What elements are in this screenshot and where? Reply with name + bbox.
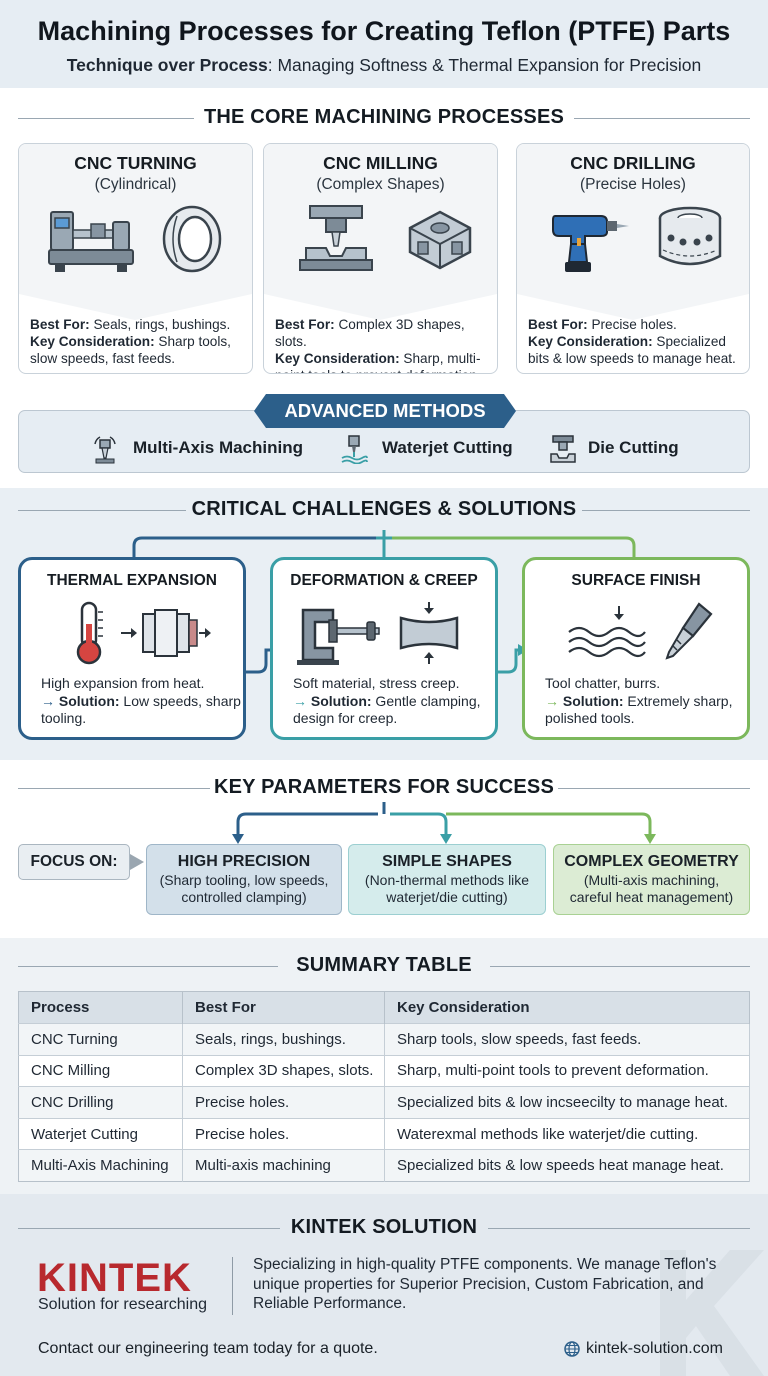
card-subtitle: (Complex Shapes) [316, 176, 445, 193]
milled-block-icon [408, 210, 472, 270]
card-cnc-milling: CNC MILLING (Complex Shapes) Best For: C… [263, 143, 498, 374]
challenge-surface-finish: SURFACE FINISH Tool chatter, burrs. → So… [522, 557, 750, 740]
challenge-text: Soft material, stress creep. → Solution:… [293, 675, 481, 726]
column-header: Key Consideration [384, 991, 750, 1024]
clamp-icon [297, 608, 380, 665]
card-divider-shape [517, 294, 749, 320]
subtitle-bold: Technique over Process [66, 55, 268, 75]
contact-text: Contact our engineering team today for a… [38, 1340, 378, 1357]
watermark-logo-icon [660, 1250, 764, 1376]
param-detail: (Sharp tooling, low speeds,controlled cl… [159, 872, 329, 905]
divider [18, 118, 194, 119]
website-link[interactable]: kintek-solution.com [586, 1340, 723, 1357]
advanced-item-waterjet: Waterjet Cutting [382, 438, 513, 457]
card-description: Best For: Seals, rings, bushings. Key Co… [30, 317, 231, 366]
param-detail: (Multi-axis machining,careful heat manag… [569, 872, 734, 905]
advanced-item-die-cutting: Die Cutting [588, 438, 679, 457]
summary-table: Process Best For Key Consideration CNC T… [18, 991, 750, 1182]
drilled-cylinder-icon [658, 206, 722, 266]
milling-machine-icon [299, 205, 373, 271]
core-section-title: THE CORE MACHINING PROCESSES [203, 106, 565, 128]
compressed-block-icon [399, 602, 459, 664]
param-title: SIMPLE SHAPES [382, 853, 512, 870]
page-subtitle: Technique over Process: Managing Softnes… [0, 55, 768, 76]
divider [18, 788, 210, 789]
challenge-text: High expansion from heat. → Solution: Lo… [41, 675, 241, 726]
challenge-title: THERMAL EXPANSION [47, 572, 217, 589]
card-cnc-drilling: CNC DRILLING (Precise Holes) Best For: P… [516, 143, 750, 374]
thermometer-icon [76, 601, 103, 665]
param-title: COMPLEX GEOMETRY [564, 853, 739, 870]
ring-icon [162, 205, 222, 273]
focus-label: FOCUS ON: [18, 844, 130, 880]
lathe-icon [48, 211, 134, 272]
divider [18, 966, 278, 967]
focus-arrow-icon [130, 854, 144, 870]
param-complex-geometry: COMPLEX GEOMETRY (Multi-axis machining,c… [553, 844, 750, 915]
footer-description: Specializing in high-quality PTFE compon… [253, 1256, 717, 1312]
card-subtitle: (Cylindrical) [94, 176, 177, 193]
card-description: Best For: Precise holes. Key Considerati… [528, 317, 736, 366]
logo-tagline: Solution for researching [38, 1296, 207, 1313]
polished-tool-icon [665, 602, 713, 660]
card-divider-shape [19, 294, 252, 320]
die-cutting-icon [550, 435, 576, 463]
column-header: Best For [182, 991, 385, 1024]
card-subtitle: (Precise Holes) [580, 176, 686, 193]
divider [490, 966, 750, 967]
key-params-section-title: KEY PARAMETERS FOR SUCCESS [213, 776, 555, 798]
card-divider-shape [264, 294, 497, 320]
footer-band [0, 1194, 768, 1376]
divider [232, 1257, 233, 1315]
challenge-title: SURFACE FINISH [571, 572, 701, 589]
challenge-text: Tool chatter, burrs. → Solution: Extreme… [545, 675, 733, 726]
kintek-logo: KINTEK [37, 1256, 192, 1300]
summary-section-title: SUMMARY TABLE [296, 954, 472, 976]
divider [558, 788, 750, 789]
rough-surface-icon [568, 606, 646, 658]
divider [18, 510, 186, 511]
challenge-deformation-creep: DEFORMATION & CREEP Soft material, stres… [270, 557, 498, 740]
card-title: CNC DRILLING [570, 153, 696, 173]
globe-icon [564, 1341, 580, 1357]
divider [18, 1228, 280, 1229]
waterjet-icon [341, 435, 368, 464]
divider [488, 1228, 750, 1229]
divider [582, 510, 750, 511]
challenge-thermal-expansion: THERMAL EXPANSION High expansion from he… [18, 557, 246, 740]
card-title: CNC MILLING [323, 153, 438, 173]
card-cnc-turning: CNC TURNING (Cylindrical) Best For: Seal… [18, 143, 253, 374]
param-high-precision: HIGH PRECISION (Sharp tooling, low speed… [146, 844, 342, 915]
challenge-title: DEFORMATION & CREEP [290, 572, 478, 589]
divider [574, 118, 750, 119]
multi-axis-icon [94, 436, 116, 464]
key-params-connector-lines [232, 802, 656, 844]
page-title: Machining Processes for Creating Teflon … [37, 16, 731, 46]
advanced-methods-title: ADVANCED METHODS [284, 400, 486, 421]
challenges-section-title: CRITICAL CHALLENGES & SOLUTIONS [191, 498, 577, 520]
drill-icon [552, 215, 629, 272]
subtitle-rest: : Managing Softness & Thermal Expansion … [267, 55, 702, 75]
footer-section-title: KINTEK SOLUTION [290, 1216, 478, 1238]
advanced-methods-tag: ADVANCED METHODS [254, 394, 516, 428]
advanced-item-multi-axis: Multi-Axis Machining [133, 438, 303, 457]
param-title: HIGH PRECISION [177, 853, 311, 870]
card-description: Best For: Complex 3D shapes, slots. Key … [275, 317, 481, 373]
column-header: Process [18, 991, 183, 1024]
card-title: CNC TURNING [74, 153, 197, 173]
header-band [0, 0, 768, 88]
expanding-block-icon [121, 609, 211, 657]
table-header-row: Process Best For Key Consideration [18, 991, 750, 1024]
